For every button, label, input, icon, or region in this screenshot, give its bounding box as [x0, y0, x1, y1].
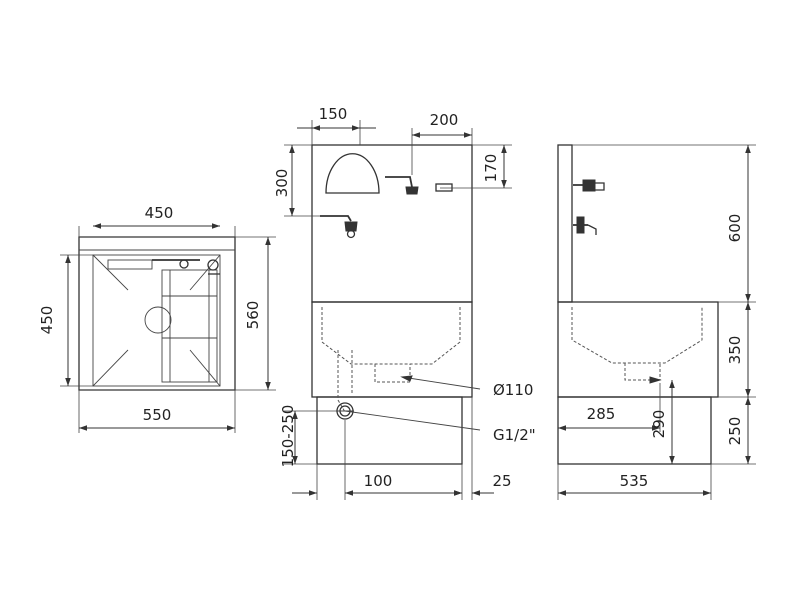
front-view: 150 200 300 170 150-250 100 25 Ø110 G1/2… — [273, 105, 536, 500]
dim-side-basin-height: 350 — [726, 336, 744, 365]
dim-side-panel-height: 600 — [726, 214, 744, 243]
dim-top-depth-outer: 560 — [244, 301, 262, 330]
top-view-basin — [92, 254, 221, 387]
dim-top-width-outer: 550 — [143, 406, 172, 424]
top-view-soap-tray — [107, 259, 153, 270]
side-view-backsplash — [557, 144, 573, 303]
dim-front-drain-offset: 100 — [364, 472, 393, 490]
dim-front-valve-height: 170 — [482, 154, 500, 183]
side-view-base — [557, 396, 712, 465]
top-view: 450 550 450 560 — [38, 204, 276, 433]
label-inlet-thread: G1/2" — [493, 426, 536, 444]
side-view-basin — [557, 301, 719, 398]
front-view-backsplash — [311, 144, 473, 303]
dim-front-panel-height: 300 — [273, 169, 291, 198]
top-view-tap-icon — [179, 259, 189, 269]
dim-side-base-height: 250 — [726, 417, 744, 446]
top-view-valve-icon — [207, 259, 219, 271]
dim-front-drain-height: 150-250 — [279, 405, 297, 468]
side-view-tap-icon — [576, 216, 585, 234]
top-view-grate — [161, 269, 218, 383]
dim-side-outlet-depth: 285 — [587, 405, 616, 423]
front-view-base — [316, 396, 463, 465]
dim-front-side-gap: 25 — [492, 472, 511, 490]
dim-top-depth-inner: 450 — [38, 306, 56, 335]
dim-side-total-depth: 535 — [620, 472, 649, 490]
front-view-tap-icon — [346, 229, 356, 239]
side-view: 600 350 250 285 290 535 — [557, 144, 756, 500]
front-view-valve-icon — [435, 183, 453, 192]
front-view-basin — [311, 301, 473, 398]
side-view-valve-icon — [582, 179, 596, 192]
top-view-drain — [144, 306, 172, 334]
label-drain-diameter: Ø110 — [493, 381, 533, 399]
dim-top-width-inner: 450 — [145, 204, 174, 222]
dim-front-valve-offset: 200 — [430, 111, 459, 129]
dim-side-outlet-height: 290 — [650, 410, 668, 439]
front-view-soap-dish — [325, 153, 380, 194]
dim-front-tap-offset: 150 — [319, 105, 348, 123]
